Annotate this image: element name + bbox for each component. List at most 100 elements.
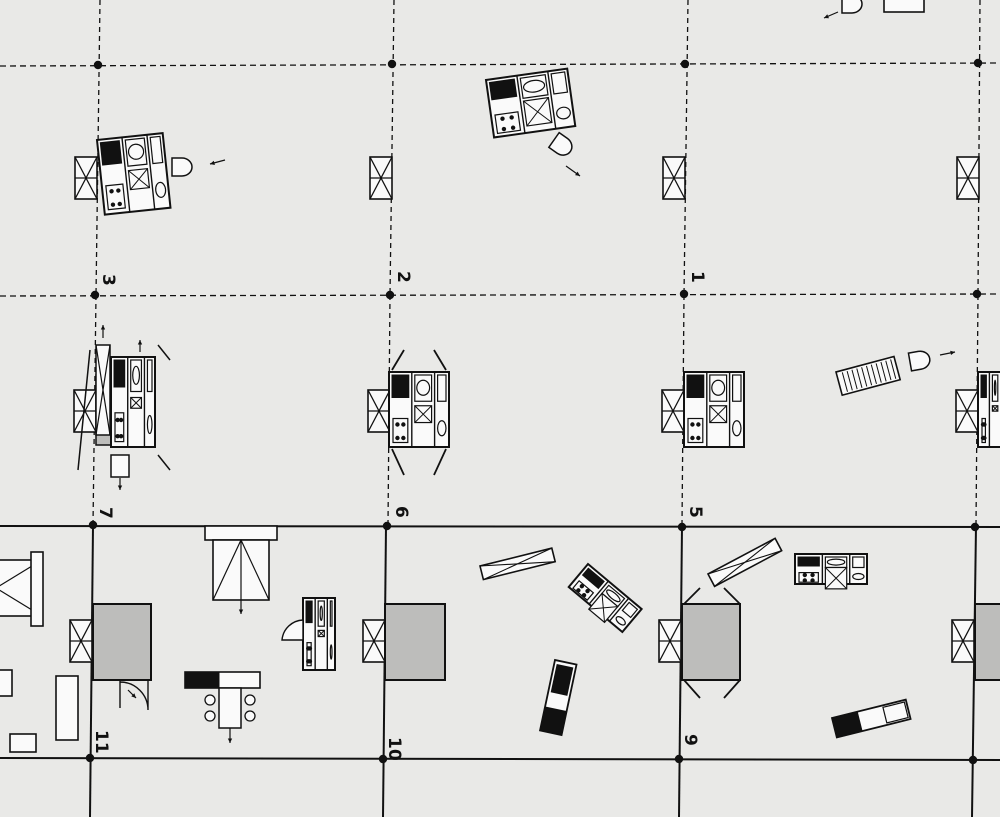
grid-line-vertical-dashed [975, 294, 979, 526]
stove-burner [982, 422, 987, 427]
stove-block [494, 111, 522, 135]
basin [991, 374, 999, 402]
unit-partition [516, 75, 526, 134]
grid-node [88, 520, 98, 530]
stool [204, 710, 216, 722]
panel-cross [95, 344, 111, 436]
basin-bowl [127, 143, 145, 160]
stippled-module [681, 603, 741, 681]
stove-block [572, 579, 595, 601]
shower-diag [709, 405, 727, 423]
panel-cross [714, 537, 776, 587]
shower-tray [130, 396, 143, 409]
sink-block [731, 374, 742, 402]
stove-burners [980, 422, 987, 441]
grid-line-horizontal-solid [0, 525, 1000, 528]
stove-burners [306, 646, 313, 664]
toilet-bowl [329, 644, 333, 660]
kitchen-bath-unit [95, 132, 172, 216]
strip-fill [831, 711, 863, 739]
shower-diag [526, 97, 549, 127]
module-cell-11 [92, 603, 152, 681]
chair-seat [841, 0, 863, 14]
shower-tray [522, 96, 553, 127]
chair-seat [547, 131, 573, 156]
direction-arrow [117, 478, 123, 490]
chair-symbol [841, 0, 863, 14]
service-core [956, 156, 980, 200]
chair-symbol [171, 157, 193, 177]
unit-partition [608, 597, 630, 622]
panel-swing [683, 679, 701, 699]
grid-node [674, 754, 684, 764]
sofa [55, 675, 79, 741]
cabinet-fill [797, 556, 820, 567]
partial-unit [883, 0, 925, 13]
stove-burners [500, 115, 516, 132]
grid-line-vertical-dashed [387, 294, 391, 526]
cell-number: 5 [685, 506, 705, 518]
arrow-head [117, 485, 123, 490]
stove-burners [109, 188, 122, 207]
basin-bowl [606, 589, 621, 603]
bed-head [204, 525, 278, 541]
stove-burner [115, 434, 120, 439]
service-core [658, 619, 682, 663]
grid-node [677, 522, 687, 532]
grid-node [973, 58, 983, 68]
stove-burner [401, 422, 406, 427]
cell-number: 10 [384, 737, 404, 761]
service-core [662, 156, 686, 200]
sink-block [146, 359, 153, 393]
storage-slat [865, 365, 873, 386]
stove-burners [395, 422, 406, 441]
kitchen-bath-unit [388, 371, 450, 448]
unit-partition [547, 71, 557, 129]
stove-burner [982, 435, 987, 441]
stove-block [114, 412, 125, 443]
bed-fold [240, 539, 270, 601]
shower-tray [587, 592, 619, 624]
shower-tray [414, 405, 433, 424]
basin-bowl [416, 379, 431, 396]
service-core [367, 389, 391, 433]
shower-tray [709, 405, 728, 424]
panel-cross [483, 547, 553, 581]
service-core [951, 619, 975, 663]
panel-swing [391, 349, 405, 371]
direction-arrow [565, 165, 581, 177]
direction-arrow [209, 159, 226, 165]
chair-symbol [907, 350, 931, 372]
grid-node [972, 289, 982, 299]
storage-slat [841, 372, 848, 392]
shower-diag [992, 405, 999, 412]
storage-slat [861, 367, 868, 387]
cabinet-fill [488, 78, 518, 101]
storage-slat [846, 370, 853, 391]
kitchen-strip [538, 658, 578, 737]
grid-line-vertical-dashed [977, 0, 981, 296]
arrow-head [227, 738, 233, 743]
arrow-head [100, 325, 106, 330]
kitchen-bath-unit [484, 67, 577, 139]
stove-burner [307, 659, 313, 664]
service-core [661, 389, 685, 433]
basin [130, 359, 143, 393]
toilet-bowl [146, 414, 153, 435]
stove-burner [696, 435, 701, 441]
grid-node [385, 290, 395, 300]
sink-block [550, 71, 569, 95]
grid-node [90, 290, 100, 300]
service-core [73, 389, 97, 433]
sink-block [149, 135, 164, 165]
module-cell-9 [681, 603, 741, 681]
grid-node [679, 289, 689, 299]
door-arc [281, 619, 304, 641]
stove-burner [401, 435, 406, 441]
stove-burner [395, 435, 400, 441]
basin-bowl [826, 558, 846, 566]
toilet-bowl [436, 420, 447, 437]
grid-node [93, 60, 103, 70]
bed-fold [0, 589, 33, 611]
